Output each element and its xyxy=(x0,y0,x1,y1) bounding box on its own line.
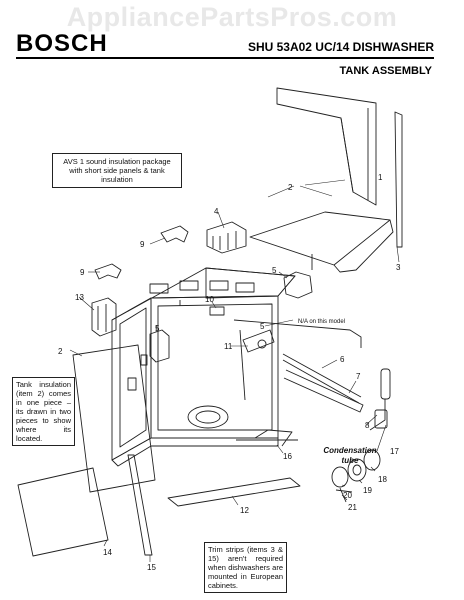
callout-11: 11 xyxy=(224,342,233,351)
header-rule xyxy=(16,57,434,59)
callout-numbers: 1 2 2 3 4 5 5 5 6 7 8 9 9 10 11 12 13 14… xyxy=(58,173,401,572)
part-dishwasher-tank xyxy=(111,267,296,467)
part-trim-strip-right xyxy=(394,111,403,248)
callout-21: 21 xyxy=(348,503,357,512)
section-title: TANK ASSEMBLY xyxy=(339,65,433,77)
brand-logo: BOSCH xyxy=(16,30,108,57)
note-tank-insulation: Tank insulation (item 2) comes in one pi… xyxy=(12,377,75,446)
callout-3: 3 xyxy=(396,263,401,272)
part-small-bracket xyxy=(209,306,225,316)
leader-lines xyxy=(69,179,400,562)
watermark-text: AppliancePartsPros.com xyxy=(66,2,398,32)
callout-9-top: 9 xyxy=(140,240,145,249)
callout-5-left: 5 xyxy=(155,324,160,333)
part-trim-strip-left xyxy=(127,454,153,556)
model-title: SHU 53A02 UC/14 DISHWASHER xyxy=(247,40,434,54)
part-tank-insulation-side xyxy=(72,344,156,493)
part-tank-insulation-top xyxy=(249,211,394,273)
callout-5-latch: 5 xyxy=(272,266,277,275)
part-side-panel xyxy=(276,87,377,206)
callout-13: 13 xyxy=(75,293,84,302)
part-bottom-rail xyxy=(167,477,301,507)
callout-16: 16 xyxy=(283,452,292,461)
condensation-tube-label: Condensation tube xyxy=(323,446,377,465)
callout-6: 6 xyxy=(340,355,345,364)
callout-20: 20 xyxy=(343,491,352,500)
part-vent-unit xyxy=(91,297,117,337)
callout-2-top: 2 xyxy=(288,183,293,192)
callout-1: 1 xyxy=(378,173,383,182)
na-model-label: N/A on this model xyxy=(298,319,345,325)
part-latch xyxy=(149,271,313,363)
note-trim-strips: Trim strips (items 3 & 15) aren't requir… xyxy=(204,542,287,593)
callout-5-right: 5 xyxy=(260,322,265,331)
callout-4: 4 xyxy=(214,207,219,216)
callout-2-side: 2 xyxy=(58,347,63,356)
callout-14: 14 xyxy=(103,548,112,557)
part-toe-kick xyxy=(17,467,109,557)
part-clip xyxy=(94,225,189,280)
part-rod xyxy=(233,319,364,413)
part-hose xyxy=(369,368,391,431)
callout-8: 8 xyxy=(365,421,370,430)
callout-10: 10 xyxy=(205,295,214,304)
callout-18: 18 xyxy=(378,475,387,484)
part-condensation-fittings xyxy=(331,449,381,503)
callout-7: 7 xyxy=(356,372,361,381)
part-bracket xyxy=(206,221,247,254)
callout-15: 15 xyxy=(147,563,156,572)
part-fitting xyxy=(242,329,275,353)
callout-17: 17 xyxy=(390,447,399,456)
note-avs-insulation: AVS 1 sound insulation package with shor… xyxy=(52,153,182,188)
callout-19: 19 xyxy=(363,486,372,495)
callout-12: 12 xyxy=(240,506,249,515)
callout-9-left: 9 xyxy=(80,268,85,277)
